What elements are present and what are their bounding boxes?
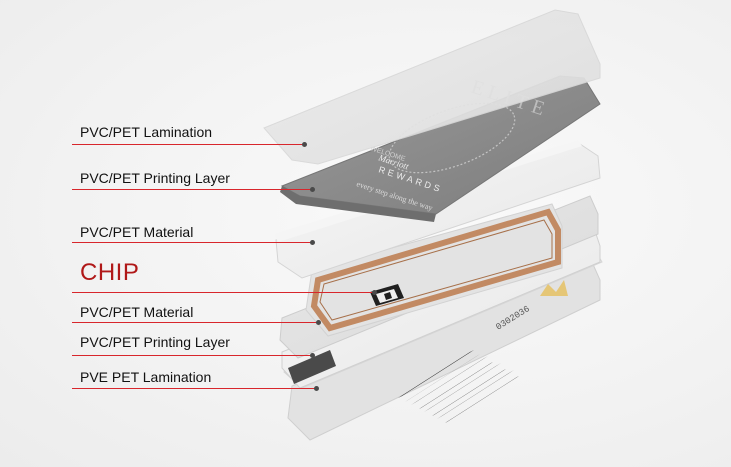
leader-dot-material-bottom <box>316 320 321 325</box>
leader-dot-material-top <box>310 240 315 245</box>
leader-dot-lamination-top <box>302 142 307 147</box>
layer-label-material-top: PVC/PET Material <box>80 224 194 240</box>
leader-line-chip <box>72 292 374 294</box>
crown-emblem <box>540 280 568 296</box>
layer-label-printing-top: PVC/PET Printing Layer <box>80 170 230 186</box>
leader-line-printing-top <box>72 189 312 191</box>
card-layer-lamination-top <box>263 9 601 165</box>
layer-label-lamination-top: PVC/PET Lamination <box>80 124 213 140</box>
layer-label-chip: CHIP <box>80 259 140 286</box>
leader-line-lamination-top <box>72 144 304 146</box>
leader-line-material-top <box>72 242 312 244</box>
card-layer-chip-inlay <box>305 203 563 337</box>
chip-module <box>370 284 404 306</box>
leader-line-material-bottom <box>72 322 318 324</box>
layer-label-lamination-bottom: PVE PET Lamination <box>80 369 212 385</box>
leader-dot-printing-bottom <box>310 353 315 358</box>
barcode <box>398 350 519 423</box>
layer-label-material-bottom: PVC/PET Material <box>80 304 194 320</box>
leader-dot-lamination-bottom <box>314 386 319 391</box>
leader-dot-printing-top <box>310 187 315 192</box>
layer-label-printing-bottom: PVC/PET Printing Layer <box>80 334 230 350</box>
antenna-coil <box>310 208 561 332</box>
leader-line-printing-bottom <box>72 355 312 357</box>
leader-line-lamination-bottom <box>72 388 316 390</box>
card-layer-printing-top: ELITE WELCOME Marriott REWARDS every ste… <box>280 75 601 222</box>
leader-dot-chip <box>372 290 377 295</box>
printed-ring <box>388 102 516 174</box>
